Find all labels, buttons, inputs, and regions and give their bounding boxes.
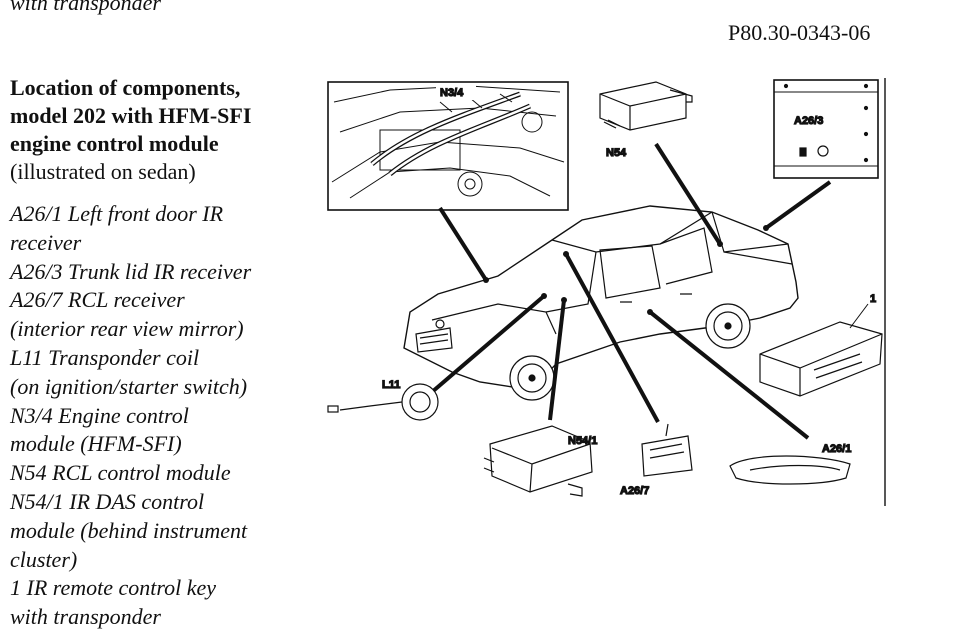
label-a26-3: A26/3 bbox=[794, 115, 823, 127]
label-n3-4: N3/4 bbox=[440, 87, 464, 99]
legend-line: module (behind instrument bbox=[10, 517, 248, 543]
legend-line: A26/1 Left front door IR bbox=[10, 201, 224, 226]
a26-1-handle-drawing bbox=[729, 455, 851, 485]
sedan-drawing bbox=[403, 205, 799, 401]
legend-line: N3/4 Engine control bbox=[10, 402, 189, 428]
component-legend: A26/1 Left front door IR receiver A26/3 … bbox=[10, 200, 310, 632]
legend-line: N54/1 IR DAS control bbox=[10, 488, 205, 514]
legend-line: 1 IR remote control key bbox=[10, 575, 217, 601]
page-top-fragment: with transponder bbox=[10, 0, 161, 15]
label-a26-1: A26/1 bbox=[822, 443, 851, 455]
label-n54-1: N54/1 bbox=[568, 435, 597, 447]
legend-line: N54 RCL control module bbox=[10, 460, 231, 486]
label-n54: N54 bbox=[606, 147, 627, 159]
label-l11: L11 bbox=[382, 379, 400, 391]
legend-line: L11 Transponder coil bbox=[10, 344, 200, 370]
legend-line: (interior rear view mirror) bbox=[10, 316, 244, 342]
label-a26-7: A26/7 bbox=[620, 485, 649, 497]
callout-dots bbox=[483, 225, 769, 315]
legend-line: (on ignition/starter switch) bbox=[10, 373, 248, 399]
engine-bay-inset bbox=[327, 81, 569, 211]
page-title: Location of components, model 202 with H… bbox=[10, 74, 310, 158]
component-location-diagram: N3/4 N54 A26/3 bbox=[320, 72, 890, 512]
legend-line: module (HFM-SFI) bbox=[10, 431, 182, 457]
callout-lines bbox=[430, 142, 832, 440]
label-key: 1 bbox=[870, 293, 876, 305]
legend-line: with transponder bbox=[10, 604, 161, 630]
remote-key-drawing bbox=[759, 321, 883, 397]
legend-line: A26/3 Trunk lid IR receiver bbox=[10, 258, 252, 284]
a26-7-mirror-drawing bbox=[641, 423, 693, 477]
title-line: engine control module bbox=[10, 131, 219, 156]
document-id: P80.30-0343-06 bbox=[728, 20, 871, 45]
legend-line: A26/7 RCL receiver bbox=[10, 287, 185, 313]
legend-line: receiver bbox=[10, 229, 82, 255]
page-subtitle: (illustrated on sedan) bbox=[10, 159, 196, 184]
n54-module-drawing bbox=[599, 81, 693, 131]
text-column: Location of components, model 202 with H… bbox=[10, 74, 310, 632]
l11-coil-drawing bbox=[327, 383, 439, 421]
n54-1-module-drawing bbox=[483, 425, 593, 497]
title-line: Location of components, bbox=[10, 75, 241, 100]
trunk-lid-inset bbox=[773, 79, 879, 179]
title-line: model 202 with HFM-SFI bbox=[10, 103, 252, 128]
legend-line: cluster) bbox=[10, 546, 78, 572]
